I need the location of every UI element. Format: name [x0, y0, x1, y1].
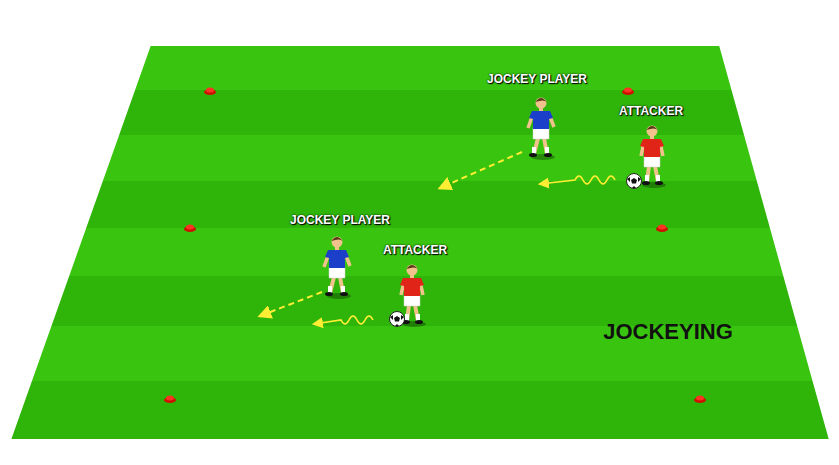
- player-label: ATTACKER: [619, 104, 683, 118]
- player-label: JOCKEY PLAYER: [290, 213, 390, 227]
- player-label: ATTACKER: [383, 243, 447, 257]
- drill-title: JOCKEYING: [603, 319, 733, 345]
- player-label: JOCKEY PLAYER: [487, 72, 587, 86]
